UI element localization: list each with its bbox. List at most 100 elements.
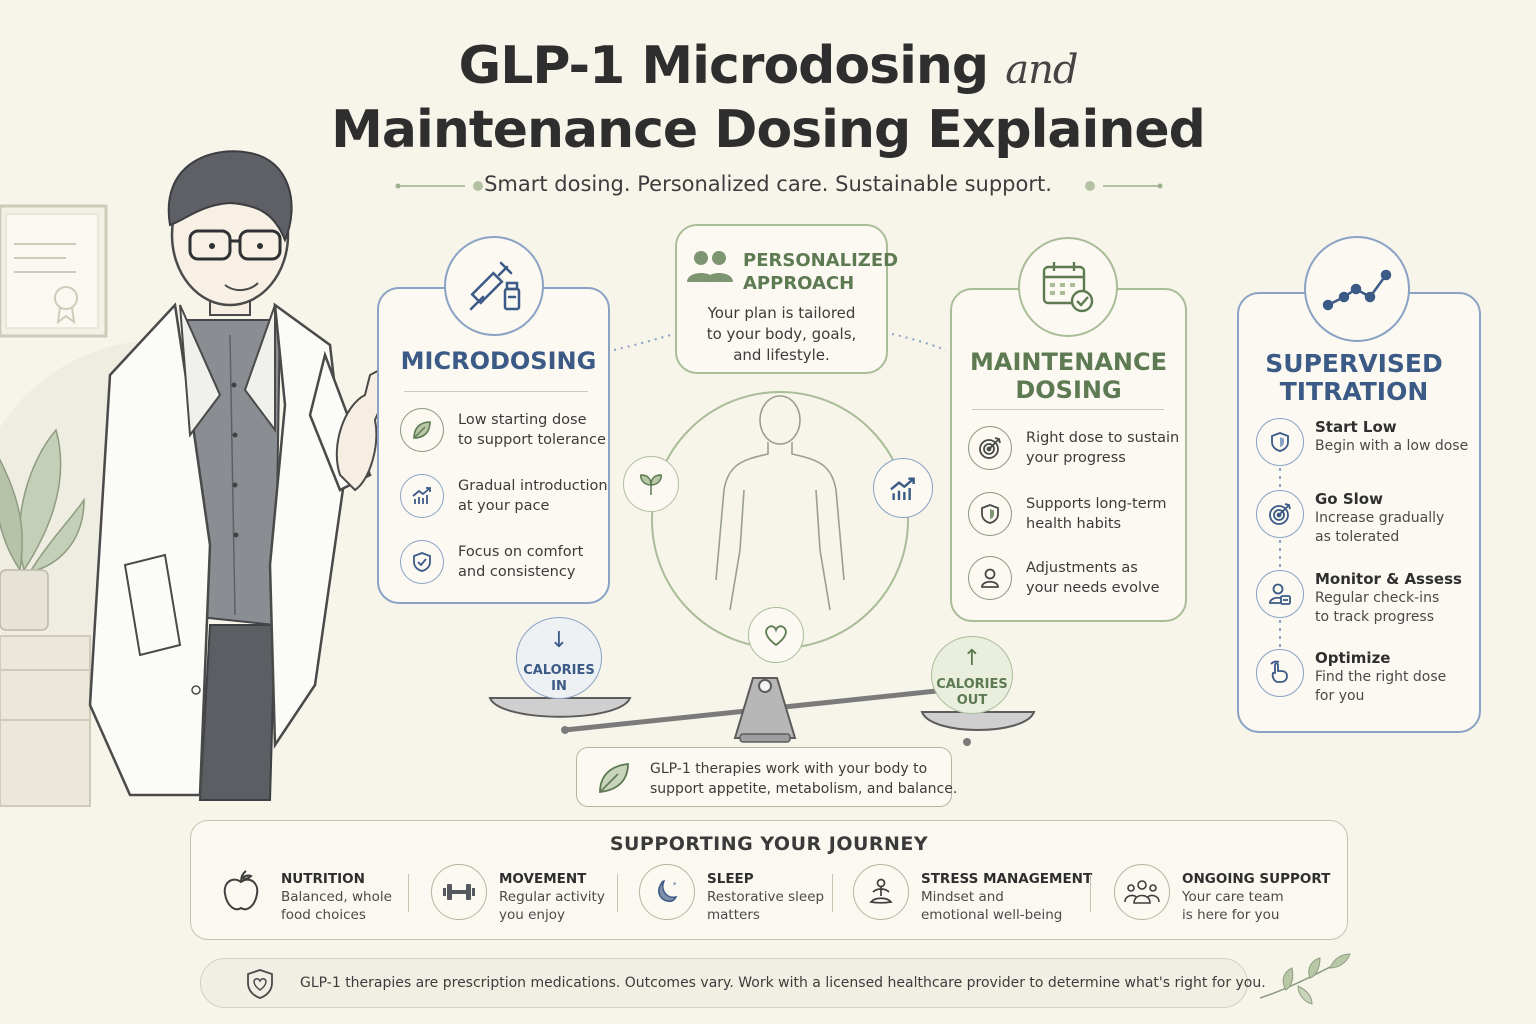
support-item-stress-management: STRESS MANAGEMENT Mindset and emotional we… [853,864,1092,924]
titration-step-3-line1: Regular check-ins [1315,590,1440,606]
support-item-ongoing-support: ONGOING SUPPORT Your care team is here for… [1114,864,1330,924]
shield-icon [968,492,1012,536]
calendar-check-icon [1018,237,1118,337]
supporting-journey-title: SUPPORTING YOUR JOURNEY [609,833,929,855]
support-stress-line1: Mindset and [921,889,1004,905]
syringe-vial-icon [444,236,544,336]
title-main-text: GLP-1 Microdosing [458,36,990,96]
support-nutrition-title: NUTRITION [281,871,365,887]
tagline-left-ornament [395,181,483,191]
microdosing-item-2-line2: at your pace [458,498,550,514]
apple-icon [213,864,269,920]
balance-note-line2: support appetite, metabolism, and balanc… [650,781,958,797]
titration-step-3: Monitor & Assess Regular check-ins to tr… [1256,570,1462,627]
support-stress-title: STRESS MANAGEMENT [921,871,1093,887]
calories-in-line1: CALORIES [523,663,595,678]
target-icon [1256,490,1304,538]
balance-note-text: GLP-1 therapies work with your body to s… [650,759,957,799]
calories-in-line2: IN [551,679,567,694]
calories-in-badge [516,617,602,699]
moon-icon: * [639,864,695,920]
shield-heart-icon [247,969,273,999]
support-separator [408,874,409,912]
microdosing-item-2-line1: Gradual introduction [458,478,608,494]
maintenance-item-1: Right dose to sustain your progress [968,426,1179,470]
dumbbell-icon [431,864,487,920]
calories-out-line1: CALORIES [936,677,1008,692]
personalized-heading-line1: PERSONALIZED [743,250,899,271]
balance-note-box [576,747,952,807]
arrow-down-icon: ↓ [549,628,569,653]
title-and-text: and [1005,47,1078,93]
shield-icon [1256,418,1304,466]
support-separator [832,874,833,912]
titration-step-4-line2: for you [1315,688,1365,704]
support-movement-line2: you enjoy [499,907,565,923]
personalized-heading-line2: APPROACH [743,273,855,294]
microdosing-item-3-line1: Focus on comfort [458,544,584,560]
growth-chart-icon [873,458,933,518]
support-sleep-line2: matters [707,907,760,923]
target-icon [968,426,1012,470]
microdosing-item-2: Gradual introduction at your pace [400,474,608,518]
personalized-heading: PERSONALIZED APPROACH [743,249,898,295]
support-movement-line1: Regular activity [499,889,605,905]
support-nutrition-line2: food choices [281,907,366,923]
titration-step-2: Go Slow Increase gradually as tolerated [1256,490,1444,547]
leaf-icon [400,408,444,452]
support-ongoing-line1: Your care team [1182,889,1284,905]
titration-step-1: Start Low Begin with a low dose [1256,418,1468,466]
connector-dots [613,333,947,351]
microdosing-item-1-line1: Low starting dose [458,412,587,428]
microdosing-item-3-line2: and consistency [458,564,576,580]
titration-step-2-title: Go Slow [1315,490,1383,508]
disclaimer-bar [200,958,1248,1008]
support-movement-title: MOVEMENT [499,871,587,887]
titration-step-1-title: Start Low [1315,418,1397,436]
tagline-right-ornament [1085,181,1163,191]
leaf-icon [599,762,629,794]
support-sleep-line1: Restorative sleep [707,889,825,905]
personalized-line1: Your plan is tailored [707,304,856,322]
support-stress-line2: emotional well-being [921,907,1063,923]
person-check-icon [1256,570,1304,618]
tagline: Smart dosing. Personalized care. Sustain… [484,172,1052,196]
maintenance-item-1-line1: Right dose to sustain [1026,430,1180,446]
page-title-line2: Maintenance Dosing Explained [331,100,1206,160]
titration-step-1-line1: Begin with a low dose [1315,438,1469,454]
maintenance-heading: MAINTENANCE DOSING [950,348,1187,404]
titration-step-2-line2: as tolerated [1315,529,1400,545]
maintenance-item-1-line2: your progress [1026,450,1126,466]
support-ongoing-title: ONGOING SUPPORT [1182,871,1331,887]
maintenance-heading-line2: DOSING [1015,376,1122,404]
calories-out-label: CALORIES OUT [931,677,1013,709]
titration-step-3-line2: to track progress [1315,609,1435,625]
support-separator [617,874,618,912]
titration-step-3-title: Monitor & Assess [1315,570,1462,588]
titration-heading-line1: SUPERVISED [1265,349,1443,378]
support-ongoing-line2: is here for you [1182,907,1280,923]
heart-icon [748,607,804,663]
personalized-line3: and lifestyle. [733,346,830,364]
personalized-approach-card [675,224,888,374]
disclaimer-text: GLP-1 therapies are prescription medicat… [300,975,1266,991]
svg-text:*: * [673,881,677,889]
support-item-sleep: * SLEEP Restorative sleep matters [639,864,824,924]
maintenance-item-2-line1: Supports long-term [1026,496,1167,512]
page-title-line1: GLP-1 Microdosing and [0,36,1536,96]
maintenance-heading-line1: MAINTENANCE [970,348,1167,376]
titration-heading: SUPERVISED TITRATION [1237,350,1471,406]
calories-in-label: CALORIES IN [516,663,602,695]
calories-out-line2: OUT [956,693,988,708]
microdosing-divider [404,391,588,392]
personalized-description: Your plan is tailored to your body, goal… [675,303,888,366]
support-sleep-title: SLEEP [707,871,754,887]
calories-out-badge [931,636,1013,714]
meditation-icon [853,864,909,920]
titration-step-4-title: Optimize [1315,649,1391,667]
titration-heading-line2: TITRATION [1279,377,1429,406]
people-icon [687,251,733,282]
maintenance-item-3-line1: Adjustments as [1026,560,1138,576]
